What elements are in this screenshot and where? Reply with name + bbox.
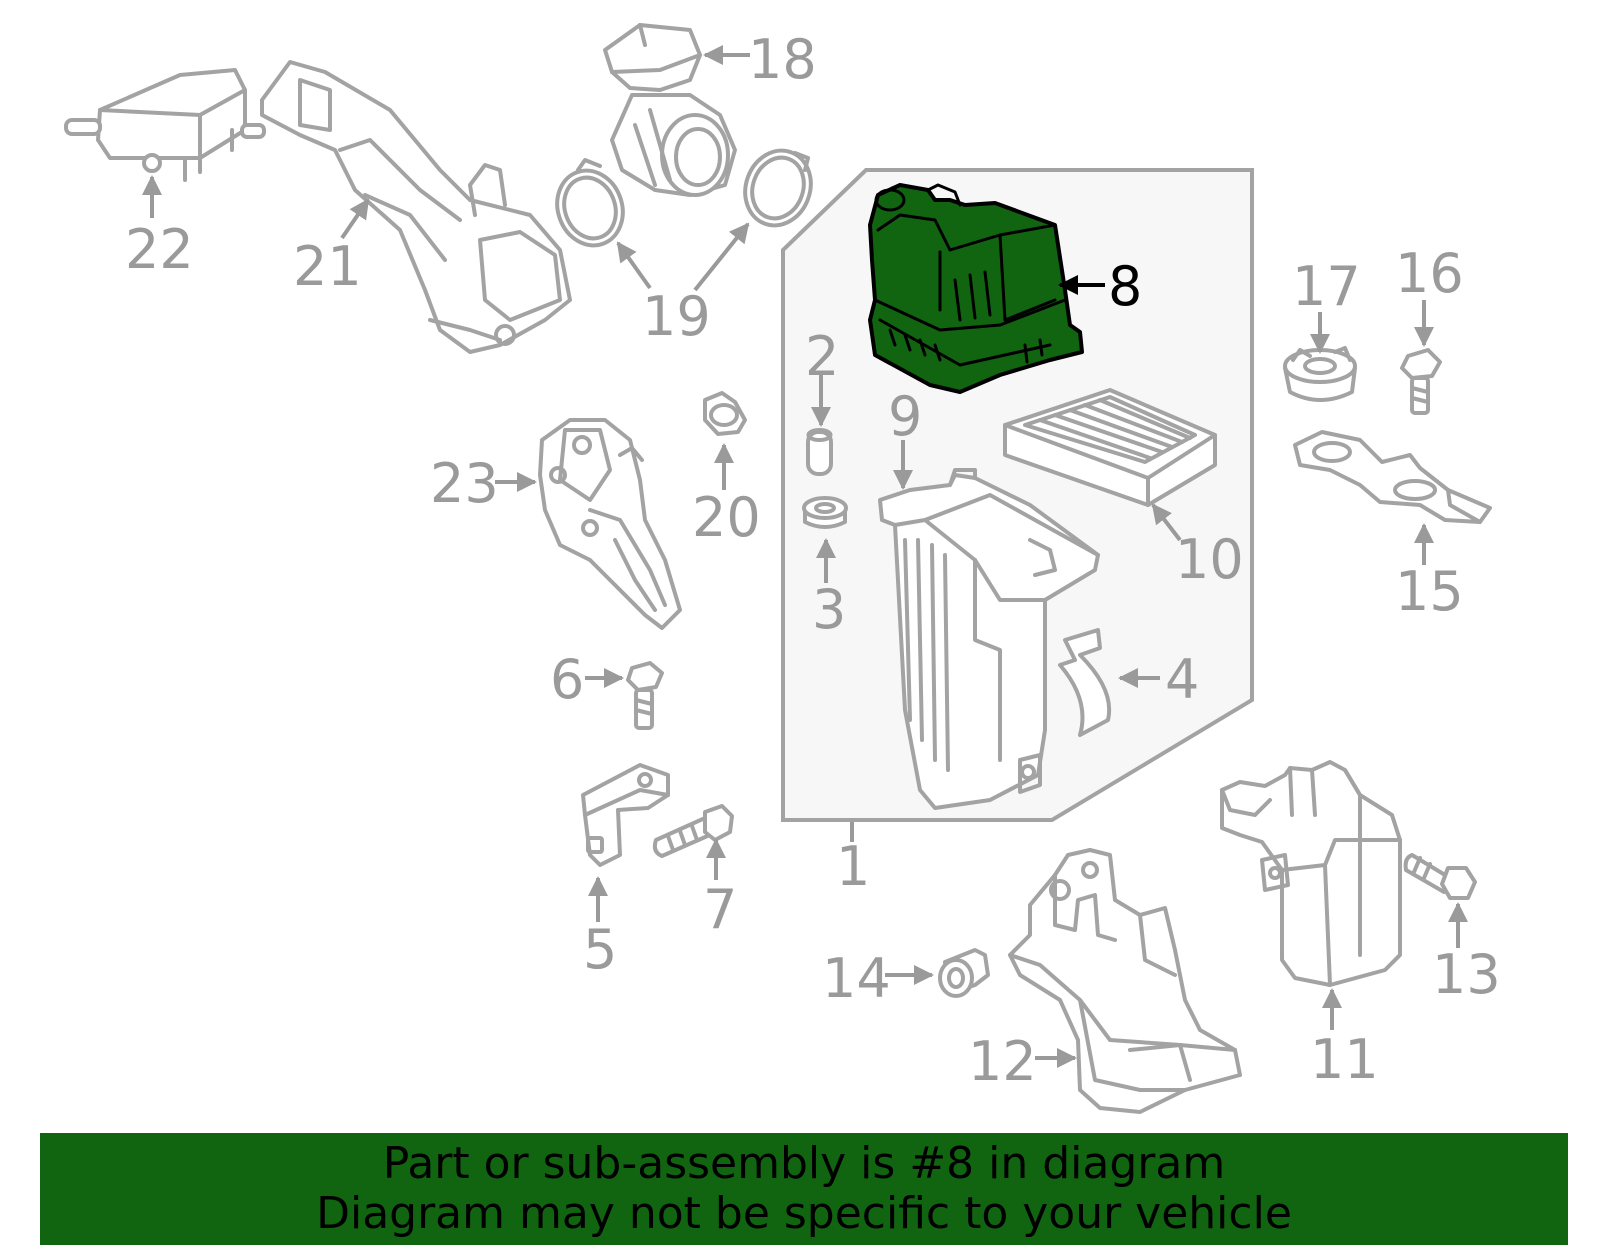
callout-23: 23 [430, 452, 499, 515]
part-10-shape [1003, 388, 1217, 507]
callout-18: 18 [748, 28, 817, 91]
callout-4: 4 [1165, 648, 1199, 711]
callout-1: 1 [836, 835, 870, 898]
part-3-shape [802, 496, 848, 529]
part-23-shape [538, 418, 682, 630]
part-5-shape [581, 763, 670, 867]
callout-3: 3 [812, 578, 846, 641]
callout-11: 11 [1310, 1028, 1379, 1091]
part-11-shape [1220, 760, 1402, 987]
callout-5: 5 [583, 918, 617, 981]
part-18-shape [603, 23, 737, 197]
banner-line-1: Part or sub-assembly is #8 in diagram [382, 1138, 1226, 1189]
info-banner: Part or sub-assembly is #8 in diagram Di… [40, 1133, 1568, 1245]
callout-15: 15 [1395, 560, 1464, 623]
part-14-shape [938, 948, 990, 998]
part-6-shape [626, 661, 664, 730]
callout-2: 2 [805, 325, 839, 388]
callout-6: 6 [550, 648, 584, 711]
callout-20: 20 [692, 486, 761, 549]
banner-line-2: Diagram may not be specific to your vehi… [316, 1188, 1292, 1239]
callout-21: 21 [293, 235, 362, 298]
callout-17: 17 [1292, 255, 1361, 318]
callout-13: 13 [1432, 943, 1501, 1006]
part-7-shape [652, 804, 734, 858]
callout-16: 16 [1395, 242, 1464, 305]
callout-9: 9 [888, 385, 922, 448]
part-9-shape [878, 468, 1100, 810]
part-21-shape [260, 60, 572, 354]
parts-diagram: 22 21 18 19 [64, 23, 1501, 1114]
part-2-shape [806, 428, 833, 476]
part-20-shape [703, 391, 747, 436]
part-17-shape [1283, 346, 1357, 402]
callout-22: 22 [125, 218, 194, 281]
part-12-shape [1008, 848, 1242, 1114]
part-13-shape [1403, 853, 1477, 900]
callout-19: 19 [642, 285, 711, 348]
part-4-shape [1058, 628, 1112, 737]
part-19-shape [555, 148, 813, 248]
part-15-shape [1293, 430, 1492, 524]
callout-14: 14 [822, 947, 891, 1010]
part-22-shape [64, 68, 266, 182]
callout-8: 8 [1108, 255, 1142, 318]
callout-10: 10 [1175, 528, 1244, 591]
part-8-shape [868, 183, 1084, 394]
part-16-shape [1400, 348, 1442, 415]
callout-12: 12 [968, 1030, 1037, 1093]
callout-7: 7 [703, 878, 737, 941]
